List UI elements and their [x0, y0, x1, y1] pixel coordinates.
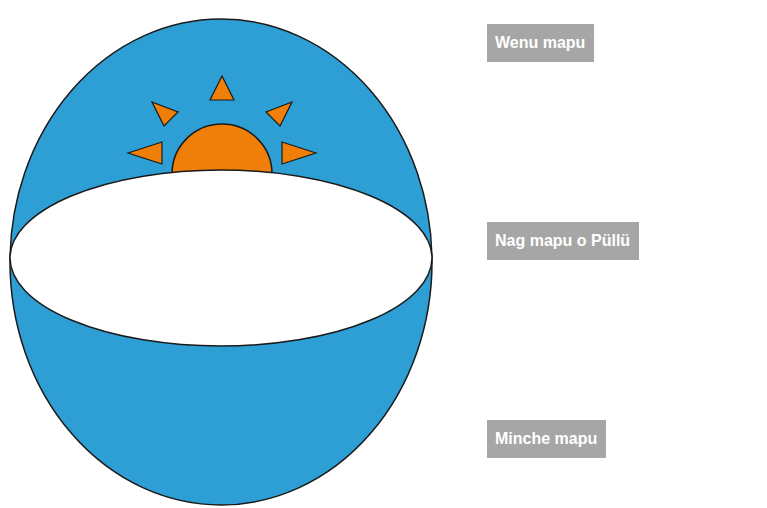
region-label: Wenu mapu: [495, 33, 586, 53]
earth-plane: [10, 170, 432, 346]
sphere-body: [10, 19, 432, 505]
label-box: Nag mapu o Püllü: [487, 222, 639, 260]
region-label: Minche mapu: [495, 429, 598, 449]
label-box: Wenu mapu: [487, 24, 594, 62]
label-box: Minche mapu: [487, 420, 606, 458]
region-label: Nag mapu o Püllü: [495, 231, 631, 251]
